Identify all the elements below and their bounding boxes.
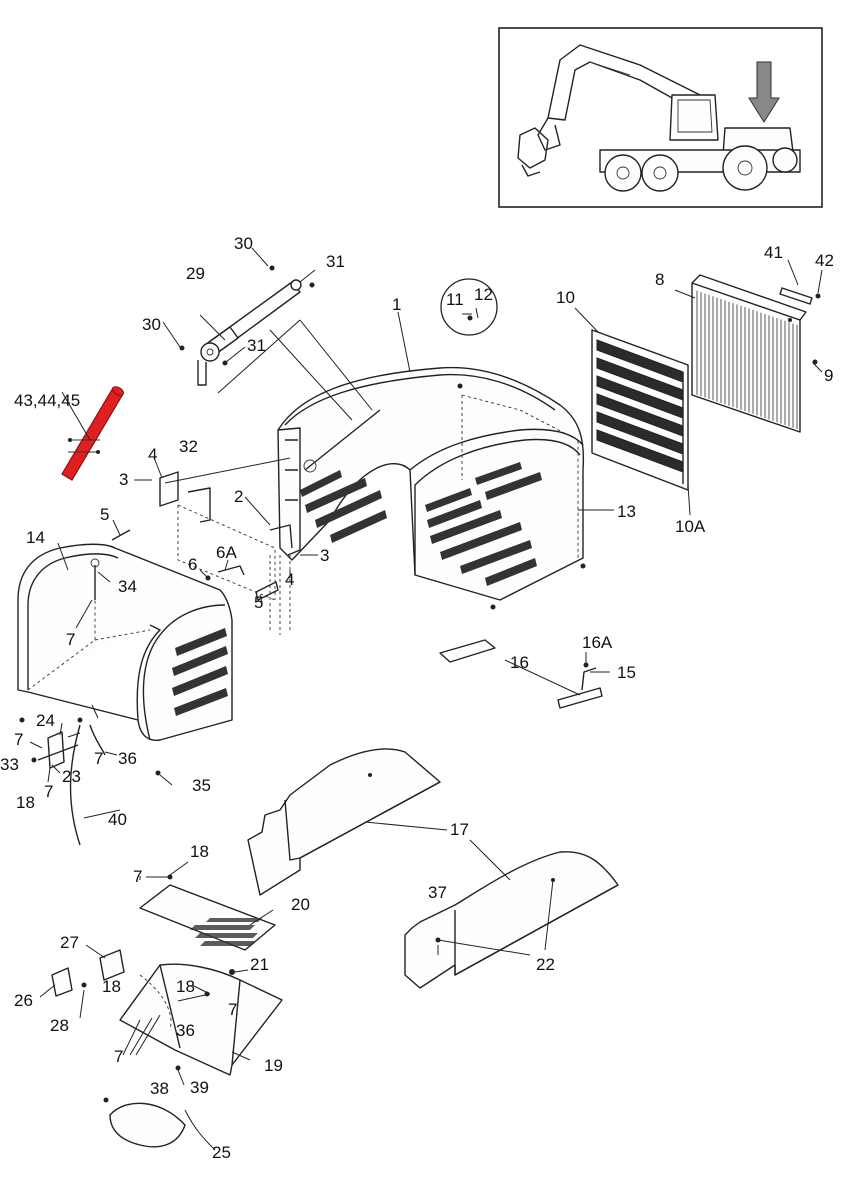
hood-assembly (277, 366, 586, 610)
callout-9: 9 (824, 366, 833, 385)
callout-4a: 4 (148, 445, 157, 464)
callout-30b: 30 (142, 315, 161, 334)
callout-38: 38 (150, 1079, 169, 1098)
cover-25 (103, 1097, 186, 1148)
callout-16: 16 (510, 653, 529, 672)
step-plate-20 (139, 874, 276, 951)
machine-inset (498, 27, 823, 208)
screen-panel-8 (691, 274, 818, 433)
callout-6a: 6A (216, 543, 237, 562)
callout-7f: 7 (228, 1000, 237, 1019)
callout-18a: 18 (190, 842, 209, 861)
callout-8: 8 (655, 270, 664, 289)
hood-side-perforations (425, 462, 542, 586)
callout-19: 19 (264, 1056, 283, 1075)
callout-7g: 7 (114, 1047, 123, 1066)
callout-7b: 7 (94, 749, 103, 768)
callout-14: 14 (26, 528, 45, 547)
callout-7d: 7 (44, 782, 53, 801)
callout-7c: 7 (14, 730, 23, 749)
callout-3a: 3 (119, 470, 128, 489)
callout-33: 33 (0, 755, 19, 774)
callout-13: 13 (617, 502, 636, 521)
callout-21: 21 (250, 955, 269, 974)
detail-circle-11-12 (440, 278, 498, 336)
callout-30a: 30 (234, 234, 253, 253)
bottom-plates-16 (439, 639, 603, 709)
callout-10: 10 (556, 288, 575, 307)
callout-6: 6 (188, 555, 197, 574)
callout-25: 25 (212, 1143, 231, 1162)
skirt-panel-lower-17 (404, 851, 619, 989)
callout-10a: 10A (675, 517, 706, 536)
step-assembly-19 (51, 949, 283, 1076)
callout-18c: 18 (102, 977, 121, 996)
callout-2: 2 (234, 487, 243, 506)
side-cover-perforations (172, 628, 228, 716)
gas-strut-29 (179, 265, 315, 386)
callout-labels: 1 2 3 3 4 4 5 5 6 6A 7 7 7 7 7 7 7 8 9 1… (0, 234, 834, 1162)
callout-32: 32 (179, 437, 198, 456)
callout-1: 1 (392, 295, 401, 314)
radiator-grille-10 (591, 329, 689, 491)
callout-29: 29 (186, 264, 205, 283)
callout-11: 11 (446, 290, 464, 309)
callout-28: 28 (50, 1016, 69, 1035)
callout-22: 22 (536, 955, 555, 974)
callout-18b: 18 (16, 793, 35, 812)
callout-31b: 31 (247, 336, 266, 355)
callout-15: 15 (617, 663, 636, 682)
callout-26: 26 (14, 991, 33, 1010)
callout-40: 40 (108, 810, 127, 829)
callout-24: 24 (36, 711, 55, 730)
callout-42: 42 (815, 251, 834, 270)
leader-lines (29, 247, 823, 1151)
callout-41: 41 (764, 243, 783, 262)
callout-37: 37 (428, 883, 447, 902)
side-cover-14 (17, 543, 233, 776)
callout-3b: 3 (320, 546, 329, 565)
skirt-panel-upper-17 (247, 748, 441, 896)
callout-39: 39 (190, 1078, 209, 1097)
highlighted-pin-43-44-45 (61, 386, 124, 481)
callout-17: 17 (450, 820, 469, 839)
latch-41 (779, 287, 821, 305)
callout-18d: 18 (176, 977, 195, 996)
callout-12: 12 (474, 285, 493, 304)
callout-5b: 5 (254, 593, 263, 612)
callout-34: 34 (118, 577, 137, 596)
callout-16a: 16A (582, 633, 613, 652)
location-arrow-icon (748, 61, 780, 123)
callout-36b: 36 (176, 1021, 195, 1040)
callout-20: 20 (291, 895, 310, 914)
hood-inner-perforations (300, 470, 387, 543)
latch-parts (111, 529, 279, 601)
hose-40 (31, 717, 106, 846)
callout-31a: 31 (326, 252, 345, 271)
callout-27: 27 (60, 933, 79, 952)
tread-pattern (190, 918, 262, 946)
callout-5a: 5 (100, 505, 109, 524)
callout-35: 35 (192, 776, 211, 795)
callout-7e: 7 (133, 867, 142, 886)
callout-7a: 7 (66, 630, 75, 649)
callout-23: 23 (62, 767, 81, 786)
callout-36a: 36 (118, 749, 137, 768)
callout-43-44-45: 43,44,45 (14, 391, 80, 410)
callout-4b: 4 (285, 570, 294, 589)
